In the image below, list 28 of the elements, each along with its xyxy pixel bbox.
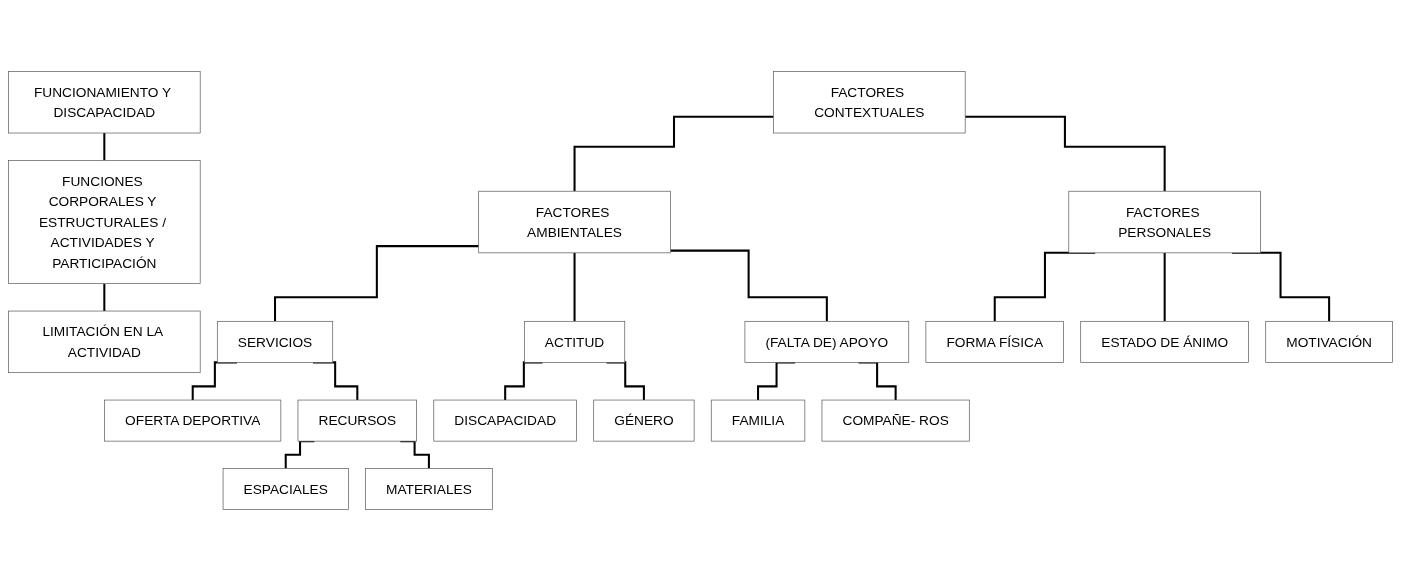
node-box: FACTORES CONTEXTUALES bbox=[773, 71, 966, 134]
node-box: ESPACIALES bbox=[222, 468, 349, 510]
node-box: FACTORES AMBIENTALES bbox=[478, 190, 671, 254]
node-box: ACTITUD bbox=[524, 320, 626, 363]
connector bbox=[103, 282, 106, 313]
node-box: OFERTA DEPORTIVA bbox=[104, 399, 282, 442]
connector bbox=[573, 115, 774, 193]
node-box: COMPAÑE- ROS bbox=[821, 399, 970, 442]
node-box: SERVICIOS bbox=[216, 320, 334, 363]
node-box: RECURSOS bbox=[297, 399, 417, 442]
node-box: FAMILIA bbox=[710, 399, 806, 442]
connector bbox=[1163, 251, 1166, 323]
node-box: FUNCIONES CORPORALES Y ESTRUCTURALES / ACTIVIDADES Y PARTICIPACIÓN bbox=[8, 160, 201, 284]
node-box: ESTADO DE ÁNIMO bbox=[1080, 320, 1249, 363]
node-box: DISCAPACIDAD bbox=[433, 399, 577, 442]
node-box: FORMA FÍSICA bbox=[925, 320, 1064, 363]
node-box: FUNCIONAMIENTO Y DISCAPACIDAD bbox=[8, 71, 201, 134]
connector bbox=[274, 245, 479, 323]
node-box: FACTORES PERSONALES bbox=[1068, 190, 1261, 254]
connector bbox=[670, 249, 828, 323]
node-box: MOTIVACIÓN bbox=[1265, 320, 1393, 363]
node-box: LIMITACIÓN EN LA ACTIVIDAD bbox=[8, 310, 201, 373]
node-box: (FALTA DE) APOYO bbox=[744, 320, 910, 363]
connector bbox=[573, 251, 576, 323]
connector bbox=[103, 132, 106, 162]
connector bbox=[965, 115, 1166, 193]
node-box: GÉNERO bbox=[593, 399, 695, 442]
node-box: MATERIALES bbox=[365, 468, 493, 510]
